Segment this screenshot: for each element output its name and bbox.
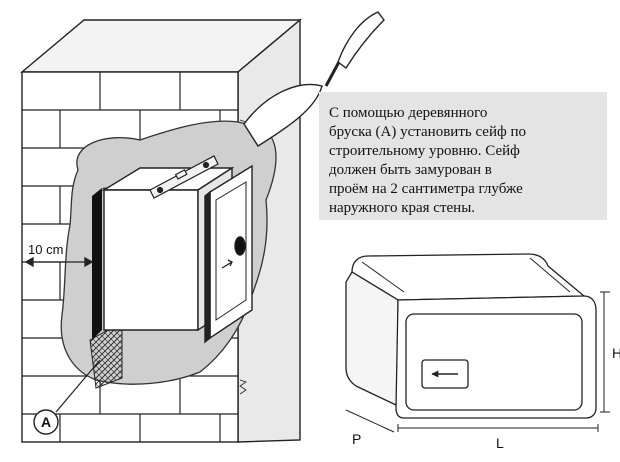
height-label: H (612, 345, 620, 361)
wall-opening (92, 188, 102, 340)
spirit-level (149, 155, 219, 199)
gap-label: 10 cm (28, 242, 63, 257)
block-label-circle (33, 409, 59, 435)
instruction-line: строительному уровню. Сейф (329, 143, 520, 159)
block-label: A (41, 414, 51, 430)
instruction-callout: С помощью деревянного бруска (А) установ… (319, 92, 607, 220)
instruction-line: С помощью деревянного (329, 105, 488, 121)
instruction-line: наружного края стены. (329, 200, 476, 216)
length-label: L (496, 435, 504, 451)
trowel (243, 11, 385, 147)
safe-in-wall (101, 164, 253, 344)
instruction-line: проём на 2 сантиметра глубже (329, 181, 523, 197)
instruction-line: должен быть замурован в (329, 162, 492, 178)
keyhole-icon (234, 236, 246, 256)
gap-dimension (24, 256, 94, 268)
safe-dimension-drawing (345, 253, 610, 433)
instruction-text: С помощью деревянного бруска (А) установ… (329, 104, 607, 218)
block-leader-line (55, 359, 101, 413)
instruction-line: бруска (А) установить сейф по (329, 124, 526, 140)
depth-label: P (352, 431, 361, 447)
